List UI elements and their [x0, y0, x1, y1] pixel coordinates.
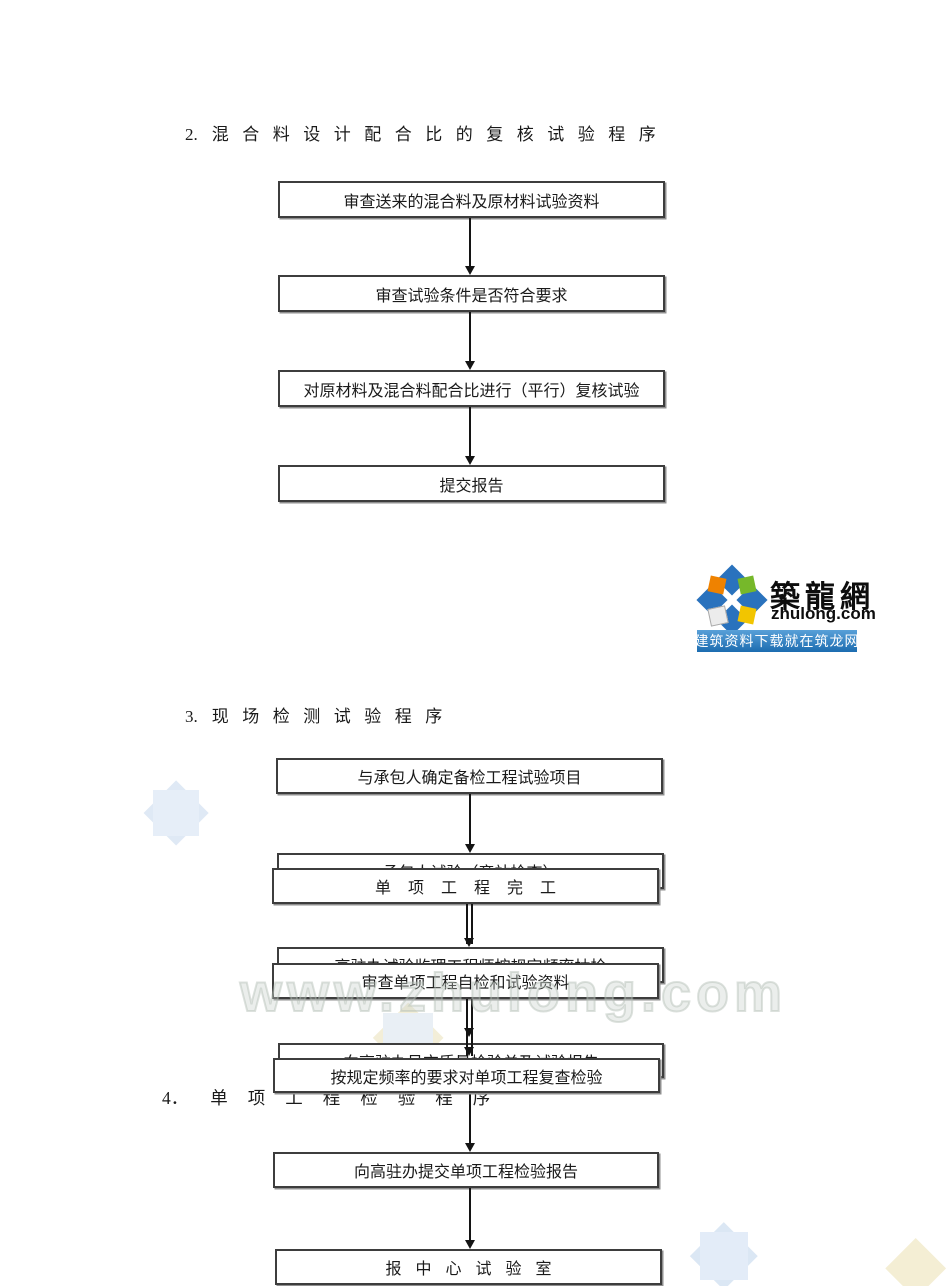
arrow-head: [465, 361, 475, 370]
arrow-line: [471, 999, 473, 1056]
logo-shape: [737, 575, 757, 595]
watermark-shape: [152, 789, 200, 837]
flow-box-review-conditions: 审查试验条件是否符合要求: [278, 275, 665, 312]
flow-box-review-self-check: 审查单项工程自检和试验资料: [272, 963, 659, 999]
zhulong-logo-name: 築龍網: [770, 581, 875, 614]
heading-number: 2.: [185, 125, 198, 144]
section-heading-3: 3. 现场检测试验程序: [185, 702, 456, 727]
flow-box-recheck-frequency: 按规定频率的要求对单项工程复查检验: [273, 1058, 660, 1093]
section-heading-2: 2. 混合料设计配合比的复核试验程序: [185, 120, 669, 145]
arrow-line: [469, 794, 471, 844]
arrow-line: [469, 312, 471, 361]
snowflake-watermark: [885, 1238, 947, 1286]
arrow-head: [464, 1047, 474, 1056]
arrow-line: [466, 999, 468, 1056]
logo-shape: [707, 575, 727, 595]
arrow-line: [469, 407, 471, 456]
zhulong-logo-domain: zhulong.com: [771, 604, 876, 623]
logo-shape: [707, 605, 729, 627]
arrow-head: [464, 938, 474, 947]
heading-title: 混合料设计配合比的复核试验程序: [211, 125, 670, 144]
arrow-line: [469, 1188, 471, 1240]
heading-title: 单项工程检验程序: [210, 1088, 511, 1108]
flow-box-submit-report: 提交报告: [278, 465, 665, 502]
arrow-head: [465, 456, 475, 465]
flow-box-submit-inspection-report: 向高驻办提交单项工程检验报告: [273, 1152, 659, 1188]
arrow-line: [466, 904, 468, 944]
flow-box-unit-complete: 单项工程完工: [272, 868, 659, 904]
snowflake-watermark: [143, 780, 209, 846]
zhulong-banner: 建筑资料下载就在筑龙网: [695, 630, 859, 652]
watermark-shape: [700, 1232, 748, 1280]
snowflake-watermark: [690, 1222, 758, 1286]
heading-title: 现场检测试验程序: [211, 707, 456, 726]
arrow-head: [465, 844, 475, 853]
flow-box-parallel-test: 对原材料及混合料配合比进行（平行）复核试验: [278, 370, 665, 407]
watermark-shape: [885, 1238, 947, 1286]
arrow-line: [471, 904, 473, 944]
section-heading-4: 4． 单项工程检验程序: [162, 1085, 510, 1110]
arrow-head: [465, 1240, 475, 1249]
arrow-head: [465, 266, 475, 275]
logo-shape: [737, 605, 757, 625]
arrow-head: [464, 1028, 474, 1037]
flow-box-confirm-items: 与承包人确定备检工程试验项目: [276, 758, 663, 794]
flow-box-report-central-lab: 报中心试验室: [275, 1249, 662, 1285]
heading-number: 4．: [162, 1088, 189, 1108]
arrow-line: [469, 1093, 471, 1143]
flow-box-review-materials: 审查送来的混合料及原材料试验资料: [278, 181, 665, 218]
zhulong-logo-icon: [696, 564, 768, 636]
heading-number: 3.: [185, 707, 198, 726]
arrow-head: [465, 1143, 475, 1152]
arrow-line: [469, 218, 471, 266]
